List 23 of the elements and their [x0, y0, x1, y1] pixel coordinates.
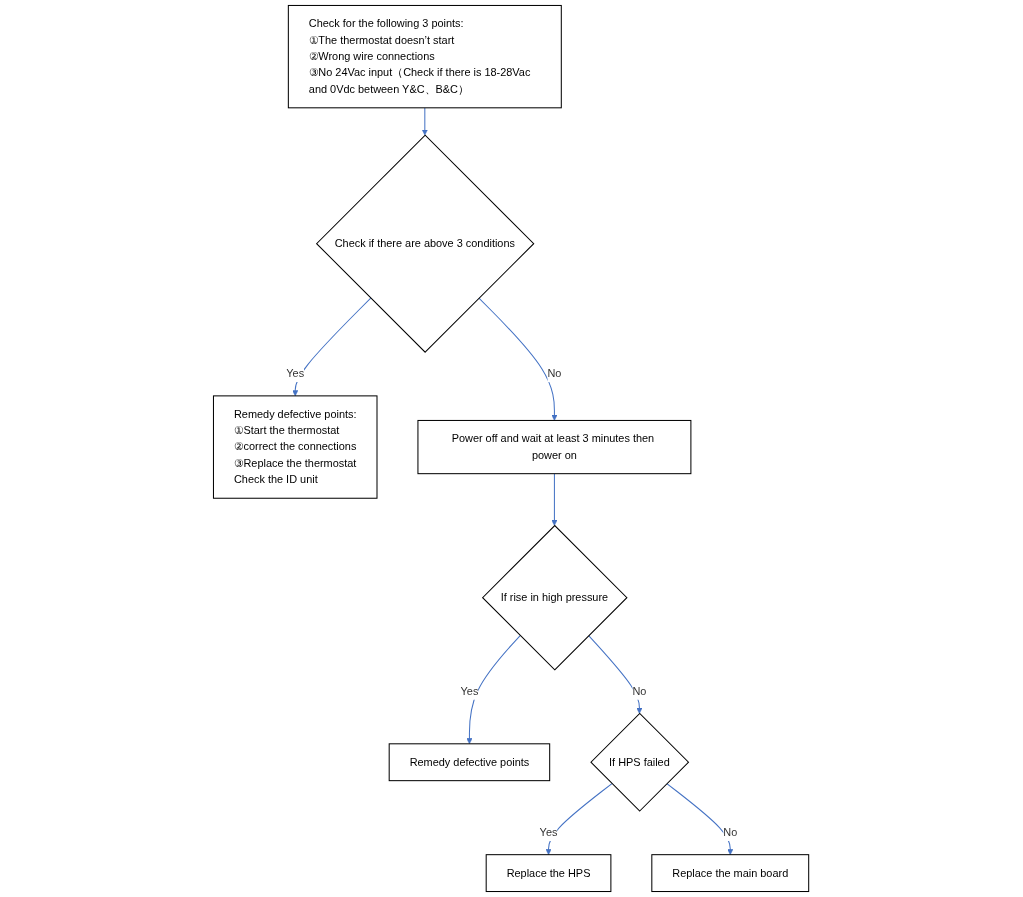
edge-label: Yes	[286, 367, 305, 380]
arrow	[292, 297, 372, 397]
edge-label: Yes	[460, 685, 479, 698]
node-diamond: Check if there are above 3 conditions	[316, 134, 535, 353]
node-box: Check for the following 3 points: ①The thermostat doesn’t start ②Wrong wire connections ③No 24Vac input（Check if there is 18-28Vac and 0Vdc between Y&C、B&C）	[288, 4, 563, 109]
node-box: Power off and wait at least 3 minutes then power on	[417, 419, 692, 475]
node-box: Remedy defective points	[389, 743, 551, 782]
node-diamond: If HPS failed	[590, 712, 690, 812]
edge-label: No	[723, 826, 738, 839]
arrow	[551, 473, 558, 526]
arrow	[588, 635, 643, 714]
node-diamond: If rise in high pressure	[482, 524, 629, 671]
edge-label: Yes	[540, 826, 558, 839]
node-box: Replace the HPS	[486, 854, 612, 893]
arrow	[422, 107, 429, 136]
arrow	[466, 635, 522, 745]
node-box: Replace the main board	[651, 854, 810, 893]
edge-label: No	[632, 685, 647, 698]
arrow	[545, 783, 613, 855]
arrow	[666, 783, 734, 855]
node-box: Remedy defective points: ①Start the thermostat ②correct the connections ③Replace the thermostat Check the ID unit	[213, 395, 378, 499]
arrow	[478, 297, 558, 421]
edge-label: No	[547, 367, 562, 380]
